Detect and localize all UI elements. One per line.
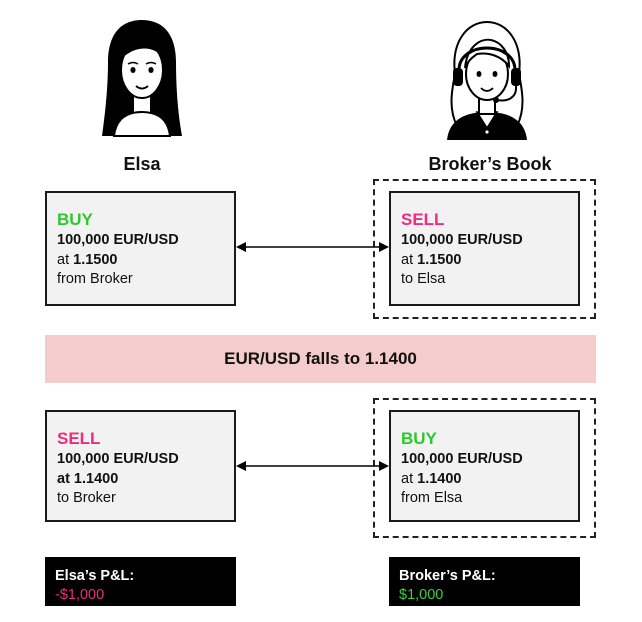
trade-price-line: at 1.1500 (57, 251, 118, 268)
elsa-pnl-value: -$1,000 (55, 587, 105, 603)
double-arrow-bottom (236, 461, 389, 471)
broker-close-trade-box: BUY 100,000 EUR/USD at 1.1400 from Elsa (389, 410, 580, 522)
trade-amount: 100,000 EUR/USD (57, 232, 179, 248)
trade-side: SELL (401, 210, 445, 229)
elsa-name: Elsa (123, 154, 161, 174)
trade-price-line: at 1.1400 (57, 470, 119, 487)
trade-amount: 100,000 EUR/USD (57, 451, 179, 467)
elsa-close-trade-box: SELL 100,000 EUR/USD at 1.1400 to Broker (45, 410, 236, 522)
broker-pnl-label: Broker’s P&L: (399, 568, 496, 584)
broker-pnl-box: Broker’s P&L: $1,000 (389, 557, 580, 606)
trade-side: BUY (401, 429, 437, 448)
trade-counterparty: from Elsa (401, 490, 463, 506)
trade-counterparty: to Elsa (401, 271, 446, 287)
trade-price-line: at 1.1400 (401, 470, 462, 487)
trade-amount: 100,000 EUR/USD (401, 451, 523, 467)
trade-side: SELL (57, 429, 101, 448)
trade-price: 1.1500 (417, 251, 462, 268)
trade-counterparty: from Broker (57, 271, 133, 287)
market-move-banner: EUR/USD falls to 1.1400 (45, 335, 596, 383)
elsa-pnl-label: Elsa’s P&L: (55, 568, 135, 584)
trade-price-line: at 1.1500 (401, 251, 462, 268)
market-move-text: EUR/USD falls to 1.1400 (224, 349, 417, 368)
broker-pnl-value: $1,000 (399, 587, 444, 603)
headset-agent-avatar-icon (447, 20, 527, 140)
trade-price: 1.1400 (417, 470, 462, 487)
elsa-open-trade-box: BUY 100,000 EUR/USD at 1.1500 from Broke… (45, 191, 236, 306)
trade-price: 1.1500 (73, 251, 118, 268)
broker-book-outline-top (373, 179, 596, 319)
woman-avatar-icon (102, 20, 182, 137)
broker-book-outline-bottom (373, 398, 596, 538)
trade-amount: 100,000 EUR/USD (401, 232, 523, 248)
broker-name: Broker’s Book (428, 154, 552, 174)
trade-side: BUY (57, 210, 93, 229)
broker-open-trade-box: SELL 100,000 EUR/USD at 1.1500 to Elsa (389, 191, 580, 306)
elsa-pnl-box: Elsa’s P&L: -$1,000 (45, 557, 236, 606)
double-arrow-top (236, 242, 389, 252)
trade-counterparty: to Broker (57, 490, 116, 506)
